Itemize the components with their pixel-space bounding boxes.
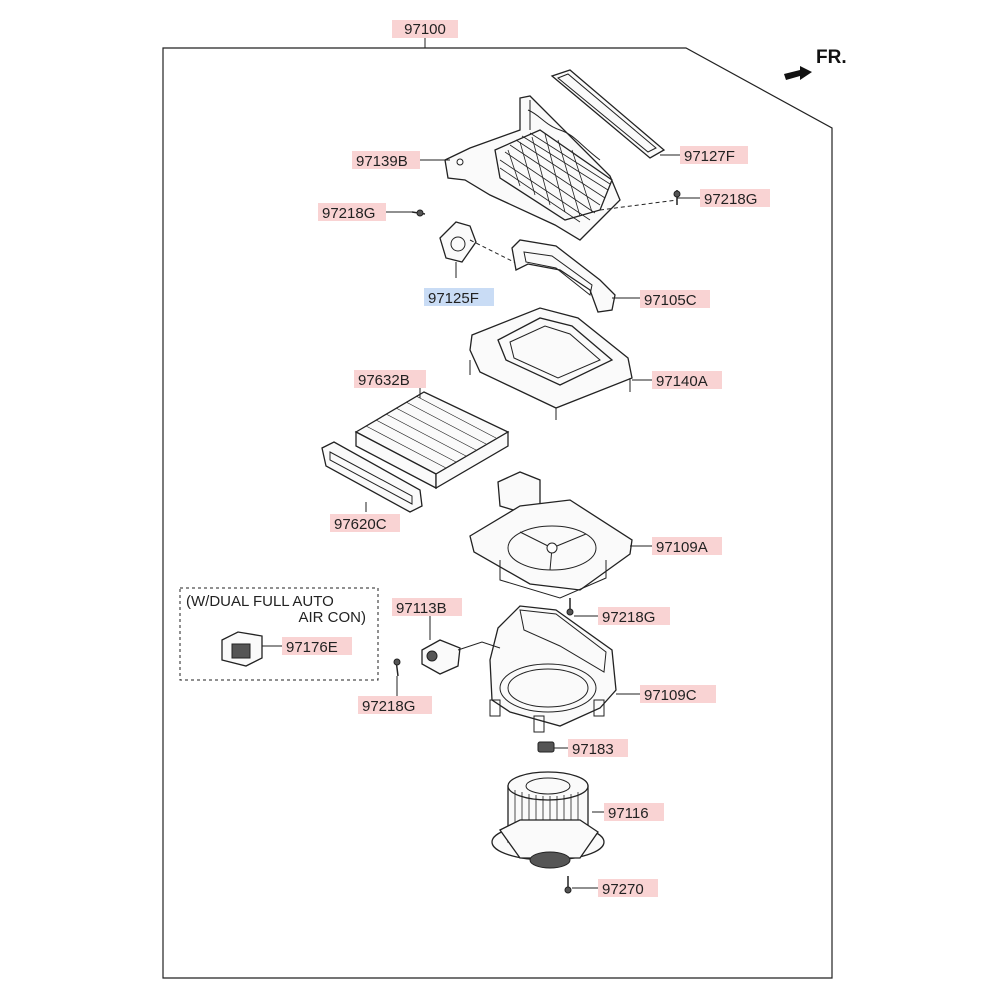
assembly-label-bg [392,20,458,38]
front-direction-arrow-icon [784,66,812,80]
part-label[interactable]: 97125F [428,290,479,307]
part-97176E-drawing [221,631,263,667]
part-97140A-drawing [469,307,633,420]
option-note-line1: (W/DUAL FULL AUTO [186,593,334,610]
screw-icon [564,876,572,894]
part-label[interactable]: 97183 [572,741,614,758]
part-label[interactable]: 97176E [286,639,338,656]
screw-icon [393,658,401,677]
part-label[interactable]: 97116 [608,805,649,822]
part-label[interactable]: 97105C [644,292,697,309]
part-label[interactable]: 97109A [656,539,708,556]
part-97109C-drawing [489,605,617,733]
part-97105C-drawing [511,239,616,313]
option-box [179,587,379,681]
part-97620C-drawing [321,441,423,513]
part-label[interactable]: 97140A [656,373,708,390]
part-label[interactable]: 97620C [334,516,387,533]
part-97116-drawing [491,771,605,869]
part-97109A-drawing [469,471,633,599]
part-labels: 97127F 97139B 97218G 97218G 97125F 97105… [282,146,770,898]
part-label[interactable]: 97218G [362,698,415,715]
part-97183-drawing [537,741,555,753]
part-label[interactable]: 97270 [602,881,644,898]
part-label[interactable]: 97632B [358,372,410,389]
part-label[interactable]: 97109C [644,687,697,704]
leader-lines [262,154,700,889]
part-97125F-drawing [439,221,477,278]
part-label[interactable]: 97218G [322,205,375,222]
screw-icon [566,598,574,616]
part-label[interactable]: 97127F [684,148,735,165]
part-label[interactable]: 97218G [602,609,655,626]
part-label[interactable]: 97218G [704,191,757,208]
part-97139B-drawing [444,95,621,241]
direction-label: FR. [816,47,847,68]
screw-icon [411,209,426,217]
part-label[interactable]: 97139B [356,153,408,170]
dashed-guide [469,239,521,266]
part-97632B-drawing [354,391,510,490]
part-97113B-drawing [421,639,501,675]
part-label[interactable]: 97113B [396,600,447,617]
part-97127F-drawing [550,69,666,159]
assembly-frame [162,47,833,979]
option-note-line2: AIR CON) [299,609,367,626]
assembly-label: 97100 [404,21,446,38]
